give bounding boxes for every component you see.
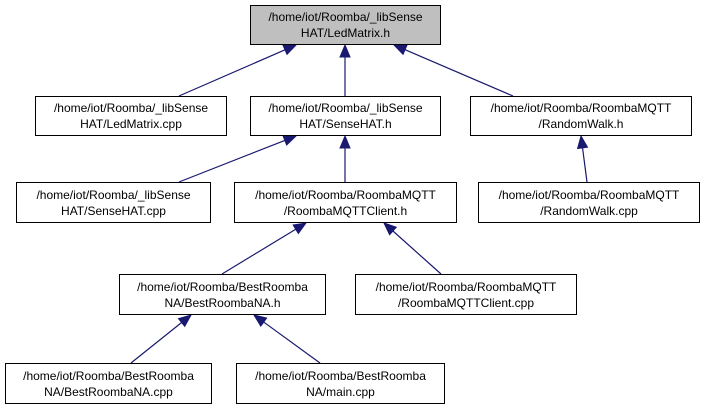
edge-sensehat-cpp-to-sensehat-h-arrowhead (282, 135, 298, 146)
edge-mqttclient-cpp-to-mqttclient-h (383, 222, 442, 275)
edge-mqttclient-h-to-sensehat-h-arrowhead (339, 134, 351, 149)
edge-randomwalk-h-to-ledmatrix-h (392, 44, 514, 97)
node-sensehat-cpp[interactable]: /home/iot/Roomba/_libSense HAT/SenseHAT.… (16, 182, 211, 223)
edge-sensehat-h-to-ledmatrix-h (339, 43, 351, 96)
node-ledmatrix-h: /home/iot/Roomba/_libSense HAT/LedMatrix… (250, 5, 441, 45)
edge-sensehat-cpp-to-sensehat-h (178, 135, 298, 183)
node-roombamqttclient-h-line2: /RoombaMQTTClient.h (283, 203, 408, 218)
edge-bestroombana-h-to-mqttclient-h-arrowhead (292, 222, 308, 235)
node-ledmatrix-cpp-line1: /home/iot/Roomba/_libSense (53, 101, 209, 115)
node-sensehat-cpp-line1: /home/iot/Roomba/_libSense (36, 187, 191, 202)
edge-randomwalk-h-to-ledmatrix-h-line (404, 49, 514, 97)
edge-sensehat-h-to-ledmatrix-h-arrowhead (339, 43, 351, 58)
node-ledmatrix-cpp[interactable]: /home/iot/Roomba/_libSense HAT/LedMatrix… (35, 96, 227, 136)
edge-mqttclient-cpp-to-mqttclient-h-line (392, 230, 442, 275)
node-bestroombana-cpp-line2: NA/BestRoombaNA.cpp (44, 384, 173, 399)
edge-ledmatrix-cpp-to-ledmatrix-h-line (178, 49, 286, 97)
node-bestroombana-h[interactable]: /home/iot/Roomba/BestRoomba NA/BestRoomb… (119, 274, 326, 315)
node-sensehat-cpp-line2: HAT/SenseHAT.cpp (61, 203, 166, 218)
node-sensehat-h-line2: HAT/SenseHAT.h (299, 117, 392, 131)
edge-ledmatrix-cpp-to-ledmatrix-h-arrowhead (282, 44, 298, 56)
node-bestroombana-cpp-line1: /home/iot/Roomba/BestRoomba (23, 368, 194, 383)
node-bestroombana-h-line1: /home/iot/Roomba/BestRoomba (137, 279, 308, 294)
node-sensehat-h-line1: /home/iot/Roomba/_libSense (268, 101, 423, 115)
node-randomwalk-cpp[interactable]: /home/iot/Roomba/RoombaMQTT /RandomWalk.… (478, 182, 700, 223)
node-main-cpp-line1: /home/iot/Roomba/BestRoomba (255, 368, 426, 383)
node-ledmatrix-h-line2: HAT/LedMatrix.h (300, 26, 391, 40)
edge-main-cpp-to-bestroombana-h-line (263, 321, 321, 364)
edge-bestroombana-h-to-mqttclient-h (221, 222, 308, 275)
node-bestroombana-h-line2: NA/BestRoombaNA.h (164, 295, 281, 310)
edge-randomwalk-cpp-to-randomwalk-h (576, 134, 589, 183)
node-randomwalk-cpp-line2: /RandomWalk.cpp (540, 203, 638, 218)
node-roombamqttclient-h-line1: /home/iot/Roomba/RoombaMQTT (255, 187, 436, 202)
edge-bestroombana-cpp-to-bestroombana-h-arrowhead (177, 314, 193, 328)
node-roombamqttclient-cpp-line2: /RoombaMQTTClient.cpp (397, 295, 535, 310)
node-ledmatrix-cpp-line2: HAT/LedMatrix.cpp (80, 117, 182, 131)
node-roombamqttclient-cpp[interactable]: /home/iot/Roomba/RoombaMQTT /RoombaMQTTC… (355, 274, 577, 315)
node-bestroombana-cpp[interactable]: /home/iot/Roomba/BestRoomba NA/BestRoomb… (5, 363, 212, 404)
node-roombamqttclient-h[interactable]: /home/iot/Roomba/RoombaMQTT /RoombaMQTTC… (234, 182, 457, 223)
edge-randomwalk-cpp-to-randomwalk-h-arrowhead (576, 134, 589, 150)
edge-mqttclient-h-to-sensehat-h (339, 134, 351, 182)
edge-main-cpp-to-bestroombana-h-arrowhead (252, 314, 268, 328)
edge-sensehat-cpp-to-sensehat-h-line (178, 139, 286, 183)
node-main-cpp-line2: NA/main.cpp (306, 384, 375, 399)
node-randomwalk-cpp-line1: /home/iot/Roomba/RoombaMQTT (498, 187, 680, 202)
node-randomwalk-h-line1: /home/iot/Roomba/RoombaMQTT (490, 101, 672, 115)
node-randomwalk-h-line2: /RandomWalk.h (538, 117, 624, 131)
node-ledmatrix-h-line1: /home/iot/Roomba/_libSense (268, 10, 423, 24)
node-roombamqttclient-cpp-line1: /home/iot/Roomba/RoombaMQTT (375, 279, 557, 294)
node-sensehat-h[interactable]: /home/iot/Roomba/_libSense HAT/SenseHAT.… (250, 96, 441, 136)
edge-mqttclient-cpp-to-mqttclient-h-arrowhead (383, 222, 398, 236)
edge-bestroombana-h-to-mqttclient-h-line (221, 228, 297, 275)
node-randomwalk-h[interactable]: /home/iot/Roomba/RoombaMQTT /RandomWalk.… (470, 96, 692, 136)
edge-ledmatrix-cpp-to-ledmatrix-h (178, 44, 298, 97)
node-main-cpp[interactable]: /home/iot/Roomba/BestRoomba NA/main.cpp (236, 363, 445, 404)
edge-main-cpp-to-bestroombana-h (252, 314, 321, 364)
edge-randomwalk-h-to-ledmatrix-h-arrowhead (392, 44, 408, 56)
edge-bestroombana-cpp-to-bestroombana-h-line (130, 322, 183, 364)
edge-bestroombana-cpp-to-bestroombana-h (130, 314, 193, 364)
edge-randomwalk-cpp-to-randomwalk-h-line (581, 147, 588, 183)
